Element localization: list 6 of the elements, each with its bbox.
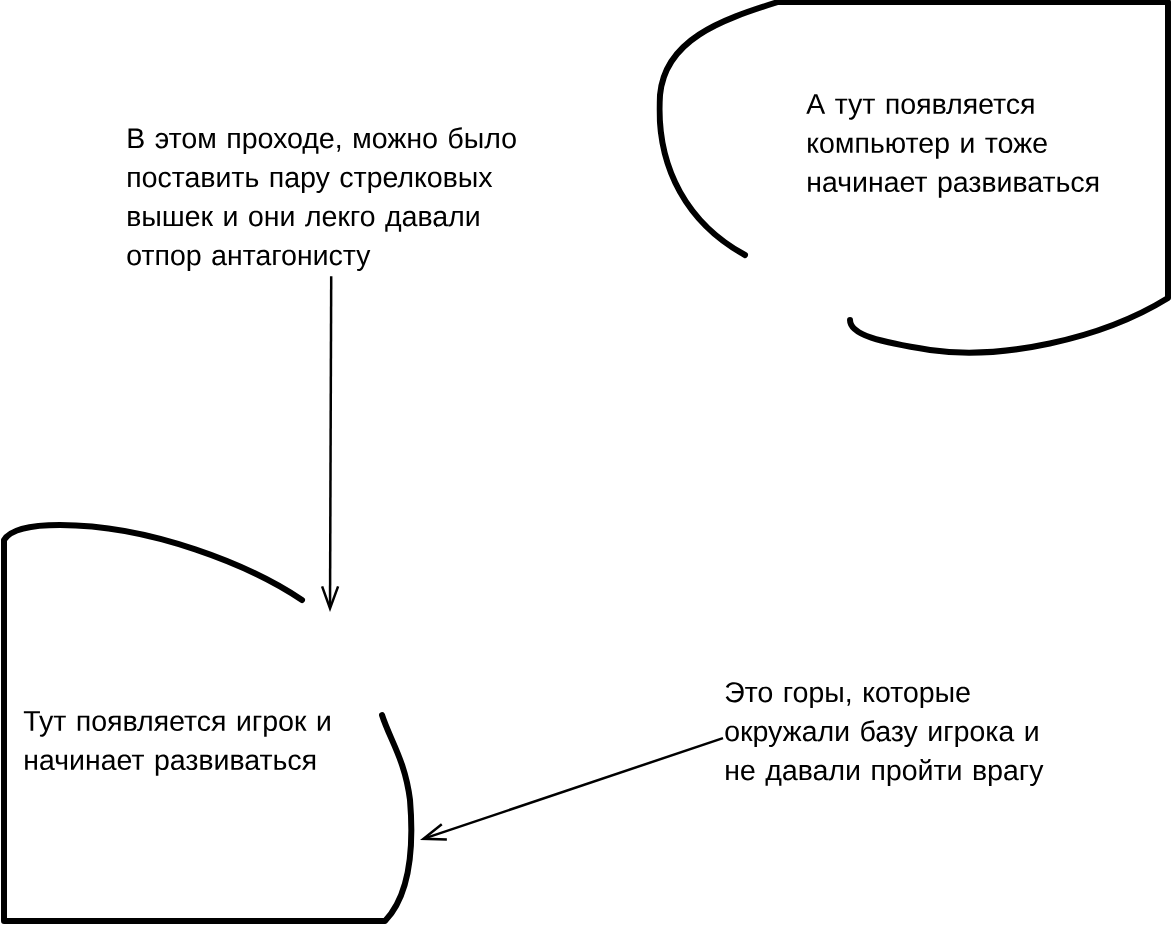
note-text: В этом проходе, можно было поставить пару стрелковых вышек и они лекго давали отпор антагонисту (127, 127, 516, 271)
arrow (420, 736, 724, 841)
base-outline: А тут появляется компьютер и тоже начинает развиваться (656, 0, 1171, 356)
note-text: Это горы, которые окружали базу игрока и не давали пройти врагу (725, 682, 1044, 786)
base-outline: Тут появляется игрок и начинает развиваться (1, 522, 415, 924)
arrow (320, 276, 340, 612)
